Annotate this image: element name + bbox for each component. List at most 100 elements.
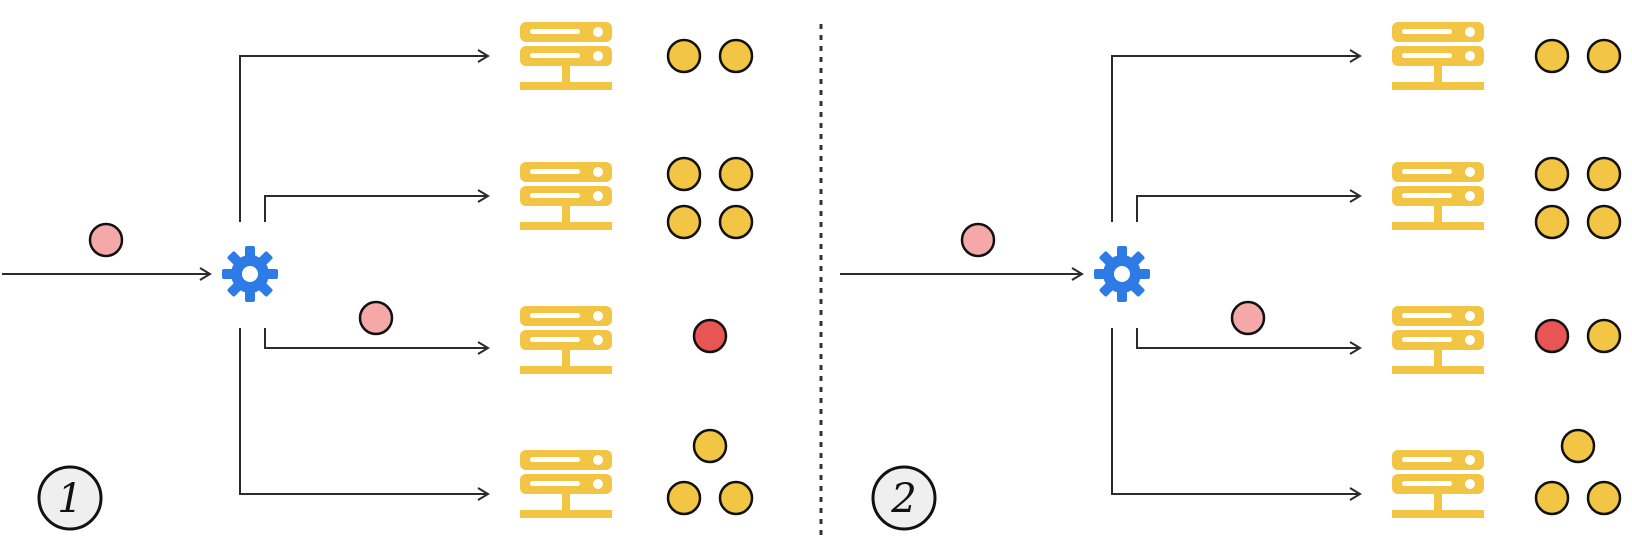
- server-stand: [1434, 206, 1442, 222]
- assigned-request: [692, 318, 728, 354]
- gear-hole: [242, 266, 258, 282]
- server-stand: [562, 206, 570, 222]
- server-led: [593, 27, 603, 37]
- server-slot: [530, 53, 580, 58]
- server-slot: [530, 457, 580, 462]
- server-stand: [1434, 494, 1442, 510]
- server-icon: [1392, 450, 1484, 518]
- server-icon: [520, 162, 612, 230]
- server-icon: [1392, 162, 1484, 230]
- server-led: [593, 311, 603, 321]
- gear-tooth: [1117, 246, 1127, 258]
- queued-request: [1534, 204, 1570, 240]
- server-led: [593, 455, 603, 465]
- route-arrow-4: [1111, 328, 1362, 501]
- queued-request: [1534, 480, 1570, 516]
- gear-tooth: [222, 269, 234, 279]
- queued-request: [692, 428, 728, 464]
- server-led: [1465, 479, 1475, 489]
- server-stand: [562, 66, 570, 82]
- server-slot: [530, 313, 580, 318]
- gear-tooth: [245, 290, 255, 302]
- route-arrow-2: [1136, 189, 1362, 222]
- incoming-request: [960, 222, 996, 258]
- route-arrow-1: [239, 49, 490, 222]
- server-base: [520, 510, 612, 518]
- route-arrow-3: [264, 328, 490, 355]
- server-led: [1465, 27, 1475, 37]
- route-arrow-1: [1111, 49, 1362, 222]
- gear-tooth: [245, 246, 255, 258]
- queued-request: [718, 480, 754, 516]
- server-base: [520, 222, 612, 230]
- queued-request: [1586, 156, 1622, 192]
- queued-request: [1586, 204, 1622, 240]
- server-slot: [1402, 169, 1452, 174]
- queued-request: [666, 480, 702, 516]
- server-icon: [1392, 22, 1484, 90]
- incoming-request: [88, 222, 124, 258]
- route-arrow-4: [239, 328, 490, 501]
- server-slot: [1402, 29, 1452, 34]
- server-slot: [530, 193, 580, 198]
- server-icon: [520, 450, 612, 518]
- gear-tooth: [1094, 269, 1106, 279]
- server-led: [1465, 311, 1475, 321]
- server-slot: [1402, 313, 1452, 318]
- server-led: [1465, 455, 1475, 465]
- gear-hole: [1114, 266, 1130, 282]
- server-stand: [1434, 350, 1442, 366]
- gear-tooth: [1117, 290, 1127, 302]
- gear-tooth: [1138, 269, 1150, 279]
- step-badge: [871, 465, 937, 531]
- queued-request: [718, 204, 754, 240]
- server-icon: [1392, 306, 1484, 374]
- server-led: [593, 191, 603, 201]
- route-arrow-2: [264, 189, 490, 222]
- panel-1: 1: [2, 22, 754, 531]
- route-arrow-3: [1136, 328, 1362, 355]
- server-slot: [1402, 457, 1452, 462]
- gear-icon: [1094, 246, 1150, 302]
- gear-tooth: [266, 269, 278, 279]
- server-base: [1392, 366, 1484, 374]
- server-led: [1465, 335, 1475, 345]
- queued-request: [718, 156, 754, 192]
- server-slot: [530, 337, 580, 342]
- queued-request: [1586, 318, 1622, 354]
- routed-request: [358, 300, 394, 336]
- queued-request: [666, 38, 702, 74]
- step-badge: [37, 465, 103, 531]
- server-led: [593, 335, 603, 345]
- server-base: [1392, 222, 1484, 230]
- server-base: [520, 82, 612, 90]
- server-base: [520, 366, 612, 374]
- server-icon: [520, 306, 612, 374]
- queued-request: [666, 156, 702, 192]
- gear-icon: [222, 246, 278, 302]
- server-stand: [1434, 66, 1442, 82]
- server-led: [1465, 167, 1475, 177]
- step-number-2: 2: [890, 476, 916, 522]
- server-slot: [1402, 337, 1452, 342]
- server-base: [1392, 510, 1484, 518]
- queued-request: [718, 38, 754, 74]
- server-stand: [562, 494, 570, 510]
- queued-request: [1586, 480, 1622, 516]
- server-slot: [530, 481, 580, 486]
- assigned-request: [1534, 318, 1570, 354]
- server-stand: [562, 350, 570, 366]
- step-number-1: 1: [57, 476, 82, 522]
- panel-2: 2: [840, 22, 1622, 531]
- server-led: [593, 51, 603, 61]
- server-slot: [1402, 481, 1452, 486]
- queued-request: [1534, 38, 1570, 74]
- routed-request: [1230, 300, 1266, 336]
- server-led: [593, 479, 603, 489]
- server-led: [1465, 51, 1475, 61]
- queued-request: [1534, 156, 1570, 192]
- queued-request: [1586, 38, 1622, 74]
- server-base: [1392, 82, 1484, 90]
- server-slot: [530, 169, 580, 174]
